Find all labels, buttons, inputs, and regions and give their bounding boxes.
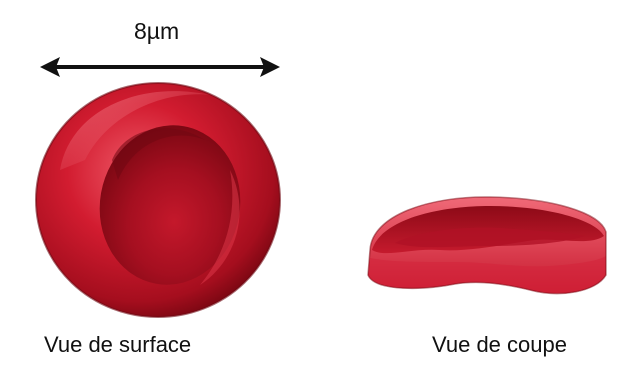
section-view-cell-illustration [368,197,606,294]
surface-view-cell-illustration [36,83,280,317]
scale-label: 8µm [134,18,179,45]
scale-arrow-icon [40,57,280,77]
section-view-caption: Vue de coupe [432,332,567,358]
surface-view-caption: Vue de surface [44,332,191,358]
